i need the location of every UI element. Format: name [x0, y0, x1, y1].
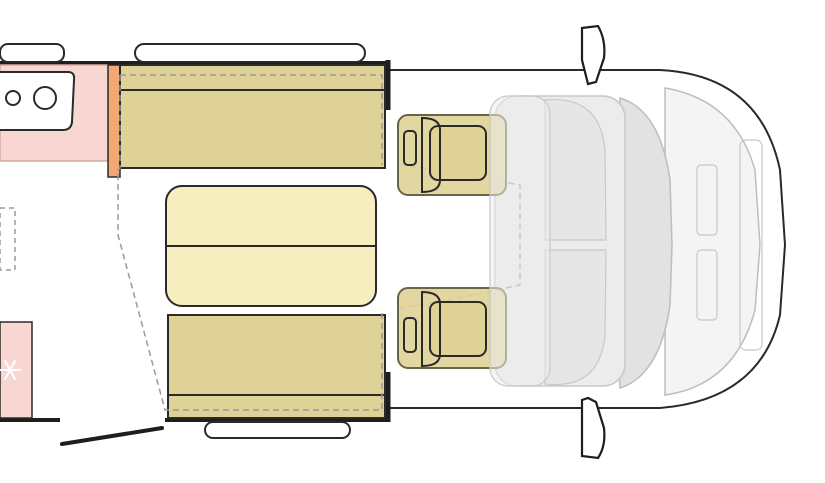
- seat-bottom-cushion: [429, 301, 487, 357]
- seat-bottom-arm: [403, 317, 417, 353]
- sliding-door-icon[interactable]: [60, 426, 164, 446]
- cab-seat-overlay: [489, 95, 551, 387]
- wheel-arch-top-left: [0, 43, 65, 63]
- walls: [0, 43, 391, 446]
- wheel-arch-bottom: [204, 421, 351, 439]
- burner-large-icon: [33, 86, 57, 110]
- dinette: [117, 64, 386, 419]
- seat-top-back: [421, 116, 441, 194]
- hob-frame: [0, 71, 76, 131]
- cab-seat-back-top: [544, 99, 607, 241]
- burner-small-icon: [5, 90, 21, 106]
- kitchen: [0, 64, 121, 178]
- rear-bench[interactable]: [119, 64, 386, 169]
- cab: [390, 24, 787, 460]
- front-bench[interactable]: [167, 314, 386, 419]
- snowflake-icon: [0, 360, 21, 380]
- wheel-arch-top-right: [134, 43, 366, 63]
- mirror-bottom-icon: [580, 396, 606, 460]
- vent-bottom: [696, 249, 718, 321]
- kitchen-partition: [107, 64, 121, 178]
- dash-panel: [739, 139, 763, 351]
- seat-top-arm: [403, 130, 417, 166]
- vent-top: [696, 164, 718, 236]
- seat-top-cushion: [429, 125, 487, 181]
- seat-bottom-back: [421, 290, 441, 368]
- bed-conversion-outline: [117, 74, 383, 411]
- fridge: [0, 321, 33, 419]
- windscreen: [664, 87, 761, 396]
- cupboard-outline: [0, 207, 16, 271]
- swivel-seat-top[interactable]: [397, 114, 521, 309]
- mirror-top-icon: [580, 24, 606, 86]
- swivel-seat-bottom[interactable]: [397, 287, 507, 369]
- cab-seat-back-bottom: [544, 249, 607, 386]
